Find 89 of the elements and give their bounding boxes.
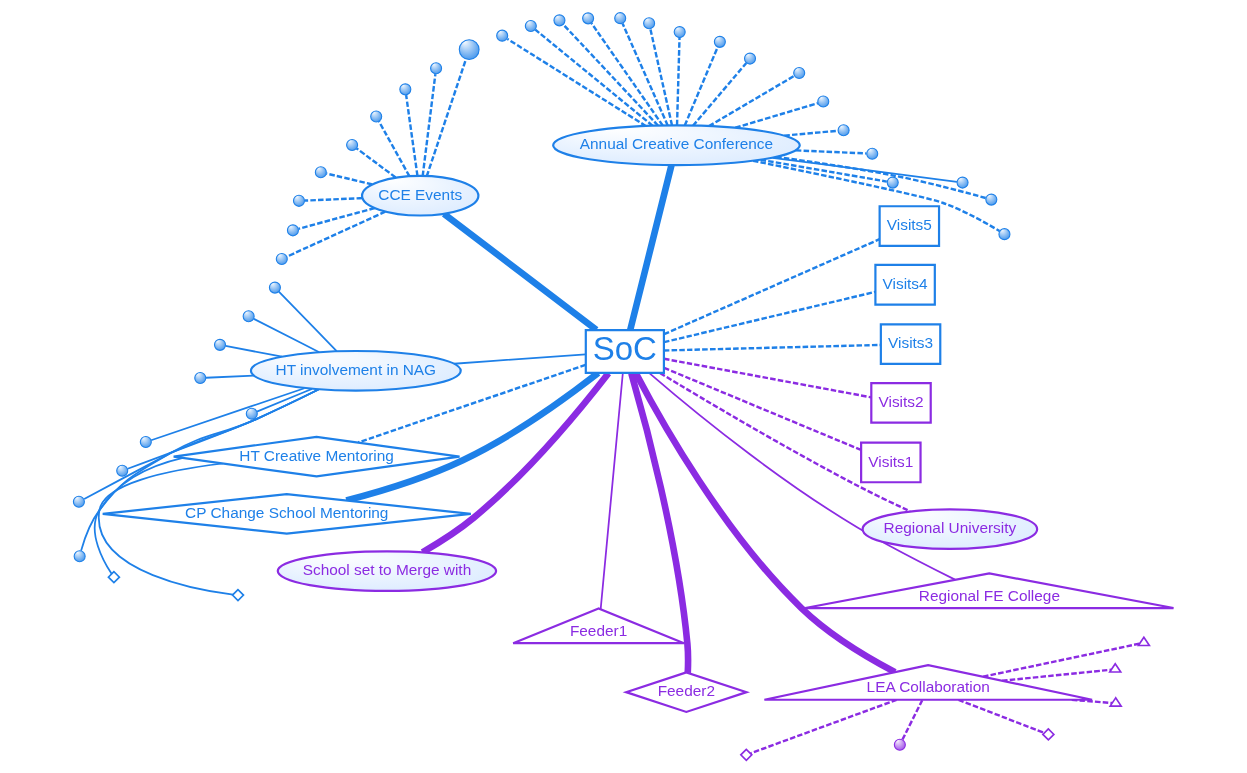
node-circle (430, 62, 443, 75)
node-circle (998, 228, 1011, 241)
connector (377, 120, 411, 177)
connector (80, 388, 320, 552)
node-circle (956, 176, 969, 189)
node-circle (116, 464, 129, 477)
connector (404, 94, 419, 176)
node-circle (399, 83, 412, 96)
node-circle (286, 224, 299, 237)
node-circle (643, 17, 656, 30)
node-circle (524, 19, 537, 33)
connector (627, 164, 675, 331)
connector (760, 158, 888, 183)
connector (326, 172, 373, 186)
node-circle (582, 12, 595, 25)
node-circle (496, 29, 509, 42)
node-diamond (739, 748, 753, 762)
node-circle (292, 194, 306, 207)
node-circle (275, 252, 288, 266)
connector (278, 290, 338, 352)
node-circle (985, 193, 998, 206)
connector (982, 642, 1140, 678)
node-circle (713, 35, 726, 48)
node-circle (817, 95, 830, 108)
node-circle (268, 281, 281, 294)
node-box: SoC (584, 328, 665, 375)
connector (93, 457, 184, 575)
node-diamond (231, 588, 245, 602)
node-box: Visits4 (874, 263, 936, 306)
node-triangle (1136, 635, 1151, 647)
connector (621, 22, 669, 126)
node-circle (346, 139, 359, 152)
connector (98, 462, 234, 596)
node-circle (866, 147, 879, 160)
node-ellipse: HT involvement in NAG (249, 349, 462, 392)
node-diamond: CP Change School Mentoring (101, 492, 472, 535)
node-circle (458, 39, 480, 61)
node-diamond: HT Creative Mentoring (172, 435, 461, 478)
node-circle (893, 738, 906, 751)
node-circle (73, 550, 86, 563)
node-ellipse: School set to Merge with (276, 550, 498, 592)
node-triangle (1108, 662, 1123, 673)
node-circle (553, 14, 566, 27)
connector (355, 147, 397, 179)
node-ellipse: Regional University (861, 508, 1039, 551)
node-circle (370, 110, 383, 123)
connector (304, 196, 363, 202)
node-triangle (1108, 696, 1123, 707)
node-diamond: Feeder2 (622, 671, 750, 714)
node-circle (837, 124, 850, 137)
connector (425, 58, 468, 177)
node-ellipse: Annual Creative Conference (552, 124, 801, 167)
connector (421, 73, 437, 176)
node-circle (743, 52, 757, 65)
connector (795, 149, 867, 155)
connector (506, 37, 647, 127)
connector (648, 372, 956, 581)
node-circle (72, 495, 85, 508)
connector (298, 206, 375, 230)
connector (663, 357, 872, 399)
connector (683, 46, 719, 126)
node-box: Visits3 (879, 323, 942, 366)
connector (663, 366, 862, 452)
node-circle (213, 338, 227, 351)
connector (735, 102, 819, 129)
connector (649, 28, 674, 126)
node-circle (242, 310, 255, 323)
connector (357, 363, 586, 444)
node-box: Visits1 (860, 441, 922, 484)
node-box: Visits2 (870, 381, 932, 424)
connector (628, 372, 692, 673)
connector (286, 210, 386, 258)
node-circle (314, 166, 327, 179)
node-box: Visits5 (878, 205, 941, 247)
node-diamond (1041, 727, 1056, 742)
node-circle (886, 176, 899, 189)
connector (901, 699, 924, 741)
node-diamond (107, 570, 121, 584)
node-circle (793, 66, 806, 79)
node-circle (245, 407, 258, 420)
node-circle (194, 371, 207, 385)
node-ellipse: CCE Events (360, 174, 480, 217)
node-circle (139, 436, 152, 449)
connector (659, 372, 911, 513)
connector (534, 28, 654, 127)
node-circle (673, 26, 686, 39)
connector (771, 156, 958, 183)
connector (675, 37, 681, 126)
node-circle (614, 12, 627, 25)
